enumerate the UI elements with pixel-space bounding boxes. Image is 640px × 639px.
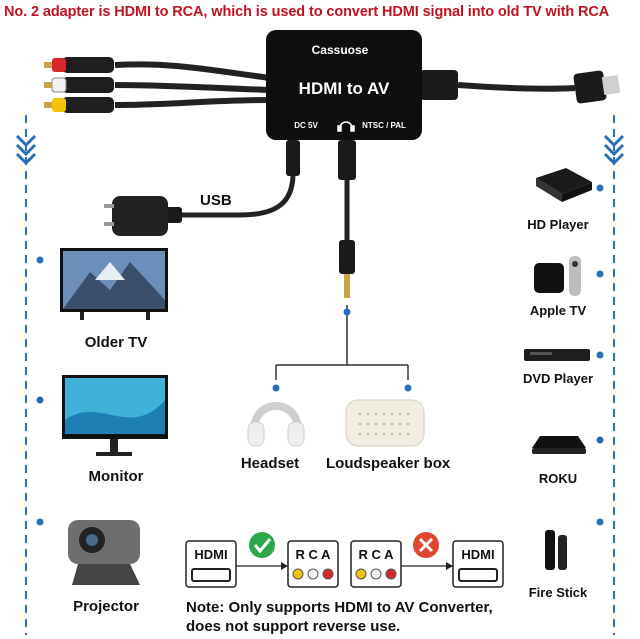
device-label-projector: Projector (73, 598, 139, 615)
usb-label: USB (200, 192, 232, 209)
older-tv-image (60, 248, 168, 320)
headset-image (247, 402, 305, 447)
check-icon (249, 532, 275, 558)
device-label-monitor: Monitor (88, 468, 144, 485)
right-chevron-icon (603, 134, 625, 166)
audio-cable (338, 140, 356, 298)
dvd-player-image (524, 349, 590, 361)
direction-diagram (185, 540, 504, 588)
hdmi-cable (420, 70, 621, 104)
device-brand: Cassuose (312, 43, 369, 57)
unsupported-to-label: HDMI (461, 547, 494, 562)
cross-icon (413, 532, 439, 558)
unsupported-from-label: R C A (359, 547, 395, 562)
audio-split-line (275, 305, 409, 380)
note-line-1: Note: Only supports HDMI to AV Converter… (186, 599, 493, 616)
device-model: HDMI to AV (299, 79, 390, 98)
device-label-older-tv: Older TV (84, 334, 148, 351)
headline: No. 2 adapter is HDMI to RCA, which is u… (4, 4, 610, 20)
device-label-fire-stick: Fire Stick (528, 585, 588, 600)
device-mode-label: NTSC / PAL (362, 121, 406, 130)
device-label-apple-tv: Apple TV (529, 303, 587, 318)
rail-dots (36, 184, 604, 526)
usb-cable (104, 140, 300, 236)
device-label-dvd-player: DVD Player (522, 371, 594, 386)
headphone-jack-icon (337, 121, 355, 132)
speaker-image (345, 399, 425, 447)
converter-box (266, 30, 422, 140)
note: Note: Only supports HDMI to AV Converter… (186, 598, 493, 636)
apple-tv-image (534, 256, 581, 296)
device-label-roku: ROKU (538, 471, 578, 486)
fire-stick-image (545, 530, 567, 570)
hd-player-image (536, 168, 592, 202)
note-line-2: does not support reverse use. (186, 618, 401, 635)
device-label-hd-player: HD Player (527, 217, 589, 232)
device-power-label: DC 5V (294, 121, 318, 130)
roku-image (532, 436, 586, 454)
left-chevron-icon (15, 134, 37, 166)
monitor-image (62, 375, 168, 456)
audio-label-headset: Headset (240, 455, 300, 472)
projector-image (68, 520, 140, 585)
audio-label-speaker: Loudspeaker box (326, 455, 451, 472)
supported-to-label: R C A (296, 547, 332, 562)
rca-cables (44, 57, 271, 113)
supported-from-label: HDMI (194, 547, 227, 562)
